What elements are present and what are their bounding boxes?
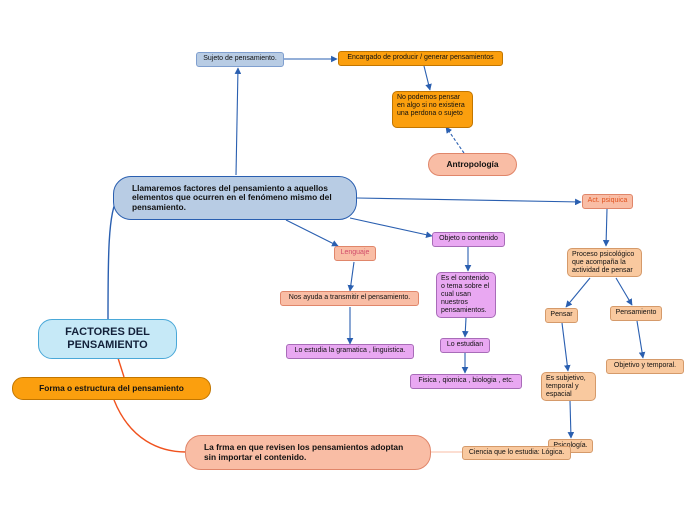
- edge-forma-lafrma: [113, 399, 187, 453]
- objetivo-label: Objetivo y temporal.: [613, 362, 677, 370]
- root-node[interactable]: FACTORES DEL PENSAMIENTO: [38, 319, 177, 359]
- lo-estudian-node[interactable]: Lo estudian: [440, 338, 490, 353]
- gramatica-label: Lo estudia la gramatica , linguistica.: [294, 347, 406, 355]
- no-podemos-label: No podemos pensar en algo si no existier…: [397, 94, 465, 118]
- objetivo-node[interactable]: Objetivo y temporal.: [606, 359, 684, 374]
- edge-pensar-subjetivo: [561, 322, 571, 372]
- pensar-node[interactable]: Pensar: [545, 308, 578, 323]
- sujeto-node[interactable]: Sujeto de pensamiento.: [196, 52, 284, 67]
- edge-act-proceso: [602, 208, 610, 247]
- forma-label: Forma o estructura del pensamiento: [39, 382, 184, 393]
- antropologia-label: Antropología: [446, 158, 499, 169]
- es-contenido-node[interactable]: Es el contenido o tema sobre el cual usa…: [436, 272, 496, 318]
- edge-root-main: [107, 197, 119, 321]
- edge-subjetivo-psicologia: [567, 400, 575, 439]
- encargado-node[interactable]: Encargado de producir / generar pensamie…: [338, 51, 503, 66]
- edge-antropologia-nopodemos: [445, 126, 465, 154]
- edge-main-objeto: [349, 217, 433, 238]
- forma-node[interactable]: Forma o estructura del pensamiento: [12, 377, 211, 400]
- subjetivo-node[interactable]: Es subjetivo, temporal y espacial: [541, 372, 596, 401]
- fisica-node[interactable]: Fisica , qiomica , biologia , etc.: [410, 374, 522, 389]
- la-frma-node[interactable]: La frma en que revisen los pensamientos …: [185, 435, 431, 470]
- proceso-label: Proceso psicológico que acompaña la acti…: [572, 251, 635, 275]
- ciencia-node[interactable]: Ciencia que lo estudia: Lógica.: [462, 446, 571, 460]
- la-frma-label: La frma en que revisen los pensamientos …: [204, 441, 404, 462]
- lenguaje-label: Lenguaje: [340, 249, 370, 257]
- ciencia-label: Ciencia que lo estudia: Lógica.: [468, 448, 565, 456]
- pensamiento-label: Pensamiento: [615, 309, 657, 317]
- lo-estudian-label: Lo estudian: [446, 341, 484, 349]
- lenguaje-node[interactable]: Lenguaje: [334, 246, 376, 261]
- edge-lenguaje-nosayuda: [347, 261, 355, 292]
- root-label: FACTORES DEL PENSAMIENTO: [65, 326, 150, 351]
- act-psiquica-node[interactable]: Act. psiquica: [582, 194, 633, 209]
- antropologia-node[interactable]: Antropología: [428, 153, 517, 176]
- main-blue-label: Llamaremos factores del pensamiento a aq…: [132, 182, 332, 212]
- objeto-label: Objeto o contenido: [439, 235, 498, 243]
- edge-proceso-pensamiento: [615, 277, 633, 306]
- proceso-node[interactable]: Proceso psicológico que acompaña la acti…: [567, 248, 642, 277]
- edge-main-sujeto: [234, 67, 242, 176]
- edge-proceso-pensar: [565, 277, 591, 308]
- sujeto-label: Sujeto de pensamiento.: [203, 55, 277, 63]
- es-contenido-label: Es el contenido o tema sobre el cual usa…: [441, 275, 490, 315]
- psicologia-label: Psicología.: [553, 441, 588, 449]
- nos-ayuda-node[interactable]: Nos ayuda a transmitir el pensamiento.: [280, 291, 419, 306]
- main-blue-node[interactable]: Llamaremos factores del pensamiento a aq…: [113, 176, 357, 220]
- edge-main-act: [356, 197, 582, 206]
- edge-pensamiento-objetivo: [636, 320, 646, 359]
- no-podemos-node[interactable]: No podemos pensar en algo si no existier…: [392, 91, 473, 128]
- edge-main-lenguaje: [285, 219, 339, 247]
- gramatica-node[interactable]: Lo estudia la gramatica , linguistica.: [286, 344, 414, 359]
- subjetivo-label: Es subjetivo, temporal y espacial: [546, 375, 586, 399]
- edge-root-forma: [117, 357, 125, 378]
- pensar-label: Pensar: [550, 311, 573, 319]
- edge-encargado-nopodemos: [423, 65, 432, 91]
- fisica-label: Fisica , qiomica , biologia , etc.: [418, 377, 514, 385]
- objeto-node[interactable]: Objeto o contenido: [432, 232, 505, 247]
- act-psiquica-label: Act. psiquica: [587, 197, 628, 205]
- pensamiento-node[interactable]: Pensamiento: [610, 306, 662, 321]
- encargado-label: Encargado de producir / generar pensamie…: [347, 54, 494, 62]
- edge-escontenido-loestudian: [462, 317, 469, 338]
- nos-ayuda-label: Nos ayuda a transmitir el pensamiento.: [288, 294, 411, 302]
